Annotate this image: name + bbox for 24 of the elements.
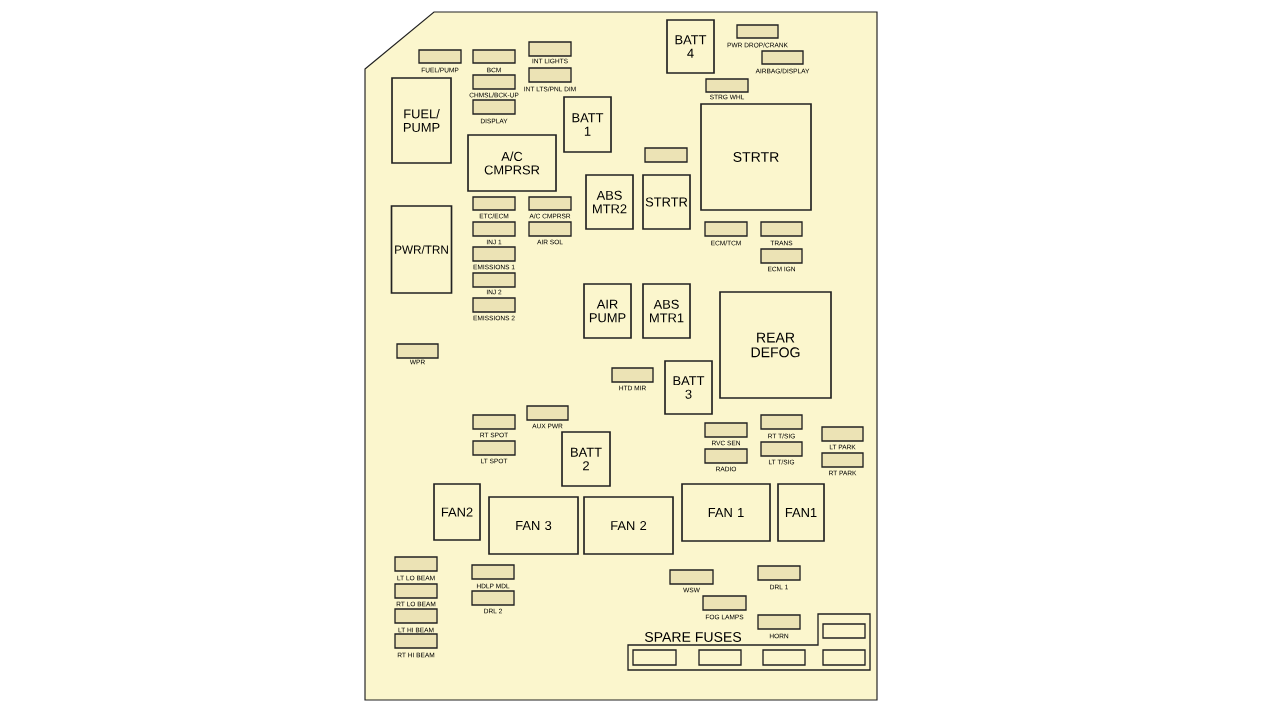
relay: AIR PUMP xyxy=(583,283,632,339)
relay: FAN 3 xyxy=(488,496,579,555)
relay: FUEL/ PUMP xyxy=(391,77,452,164)
fuse xyxy=(644,147,688,163)
relay: ABS MTR1 xyxy=(642,283,691,339)
relay: ABS MTR2 xyxy=(585,174,634,230)
relay: FAN 2 xyxy=(583,496,674,555)
spare-fuse-slot xyxy=(822,649,866,666)
relay: STRTR xyxy=(700,103,812,211)
relay: A/C CMPRSR xyxy=(467,134,557,192)
relay: PWR/TRN xyxy=(390,205,453,294)
spare-fuse-slot xyxy=(698,649,742,666)
relay: BATT 3 xyxy=(664,360,713,415)
relay: BATT 2 xyxy=(561,431,611,487)
relay: BATT 4 xyxy=(666,19,715,74)
spare-fuse-slot xyxy=(762,649,806,666)
relay: BATT 1 xyxy=(563,96,612,153)
relay: STRTR xyxy=(642,174,691,230)
relay: FAN2 xyxy=(433,483,481,541)
relay: REAR DEFOG xyxy=(719,291,832,399)
spare-fuse-slot xyxy=(822,623,866,639)
relay: FAN1 xyxy=(777,483,825,542)
relay: FAN 1 xyxy=(681,483,771,542)
spare-fuse-slot xyxy=(632,649,677,666)
